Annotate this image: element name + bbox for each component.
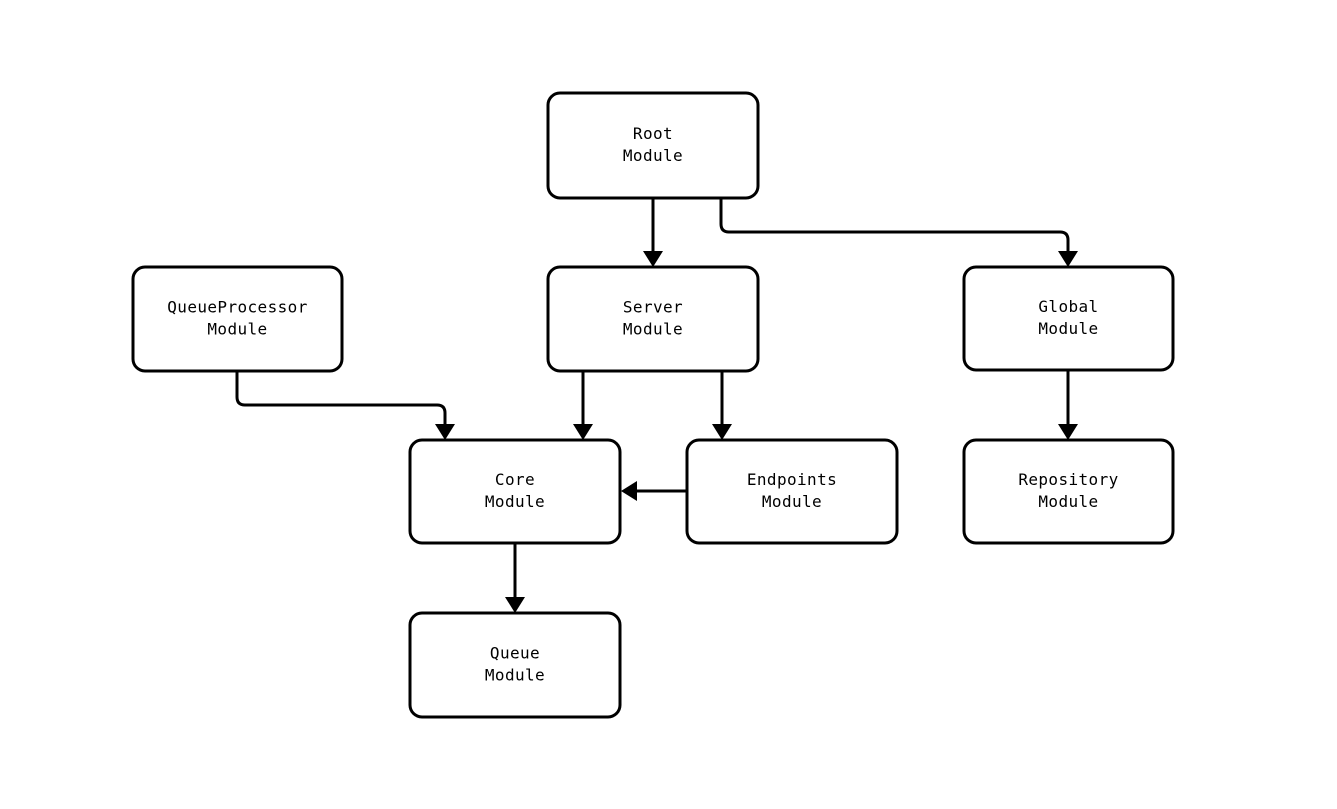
edge-arrowhead: [621, 481, 637, 501]
node-label-line2: Module: [623, 146, 683, 165]
edge-arrowhead: [505, 597, 525, 613]
edge-global-to-repository: [1058, 370, 1078, 440]
node-box[interactable]: [131, 265, 344, 373]
node-label-line1: Server: [623, 298, 683, 317]
node-box[interactable]: [962, 265, 1175, 372]
node-label-line1: Endpoints: [747, 470, 837, 489]
node-label-line2: Module: [762, 492, 822, 511]
node-box[interactable]: [962, 438, 1175, 545]
node-label-line2: Module: [623, 320, 683, 339]
edge-arrowhead: [573, 424, 593, 440]
edge-root-to-global: [719, 198, 1078, 267]
node-label-line1: Core: [495, 470, 535, 489]
node-label-line1: Repository: [1018, 470, 1118, 489]
edge-server-to-core: [573, 371, 593, 440]
node-label-line1: QueueProcessor: [167, 298, 307, 317]
node-label-line1: Global: [1038, 297, 1098, 316]
edge-arrowhead: [712, 424, 732, 440]
edge-root-to-server: [643, 198, 663, 267]
node-box[interactable]: [408, 438, 622, 545]
nodes-layer: RootModuleQueueProcessorModuleServerModu…: [131, 91, 1175, 719]
edge-arrowhead: [1058, 424, 1078, 440]
node-box[interactable]: [546, 91, 760, 200]
edge-line: [719, 198, 1070, 251]
edge-server-to-endpoints: [712, 371, 732, 440]
edge-arrowhead: [1058, 251, 1078, 267]
node-box[interactable]: [408, 611, 622, 719]
edge-line: [235, 371, 447, 424]
node-box[interactable]: [546, 265, 760, 373]
edge-arrowhead: [643, 251, 663, 267]
node-label-line2: Module: [207, 320, 267, 339]
edges-layer: [235, 198, 1078, 613]
edge-core-to-queue: [505, 543, 525, 613]
node-box[interactable]: [685, 438, 899, 545]
node-label-line2: Module: [485, 666, 545, 685]
edge-endpoints-to-core: [621, 481, 687, 501]
node-label-line2: Module: [485, 492, 545, 511]
node-label-line1: Root: [633, 124, 673, 143]
node-label-line2: Module: [1038, 319, 1098, 338]
edge-queueprocessor-to-core: [235, 371, 455, 440]
node-label-line2: Module: [1038, 492, 1098, 511]
edge-arrowhead: [435, 424, 455, 440]
node-label-line1: Queue: [490, 644, 540, 663]
